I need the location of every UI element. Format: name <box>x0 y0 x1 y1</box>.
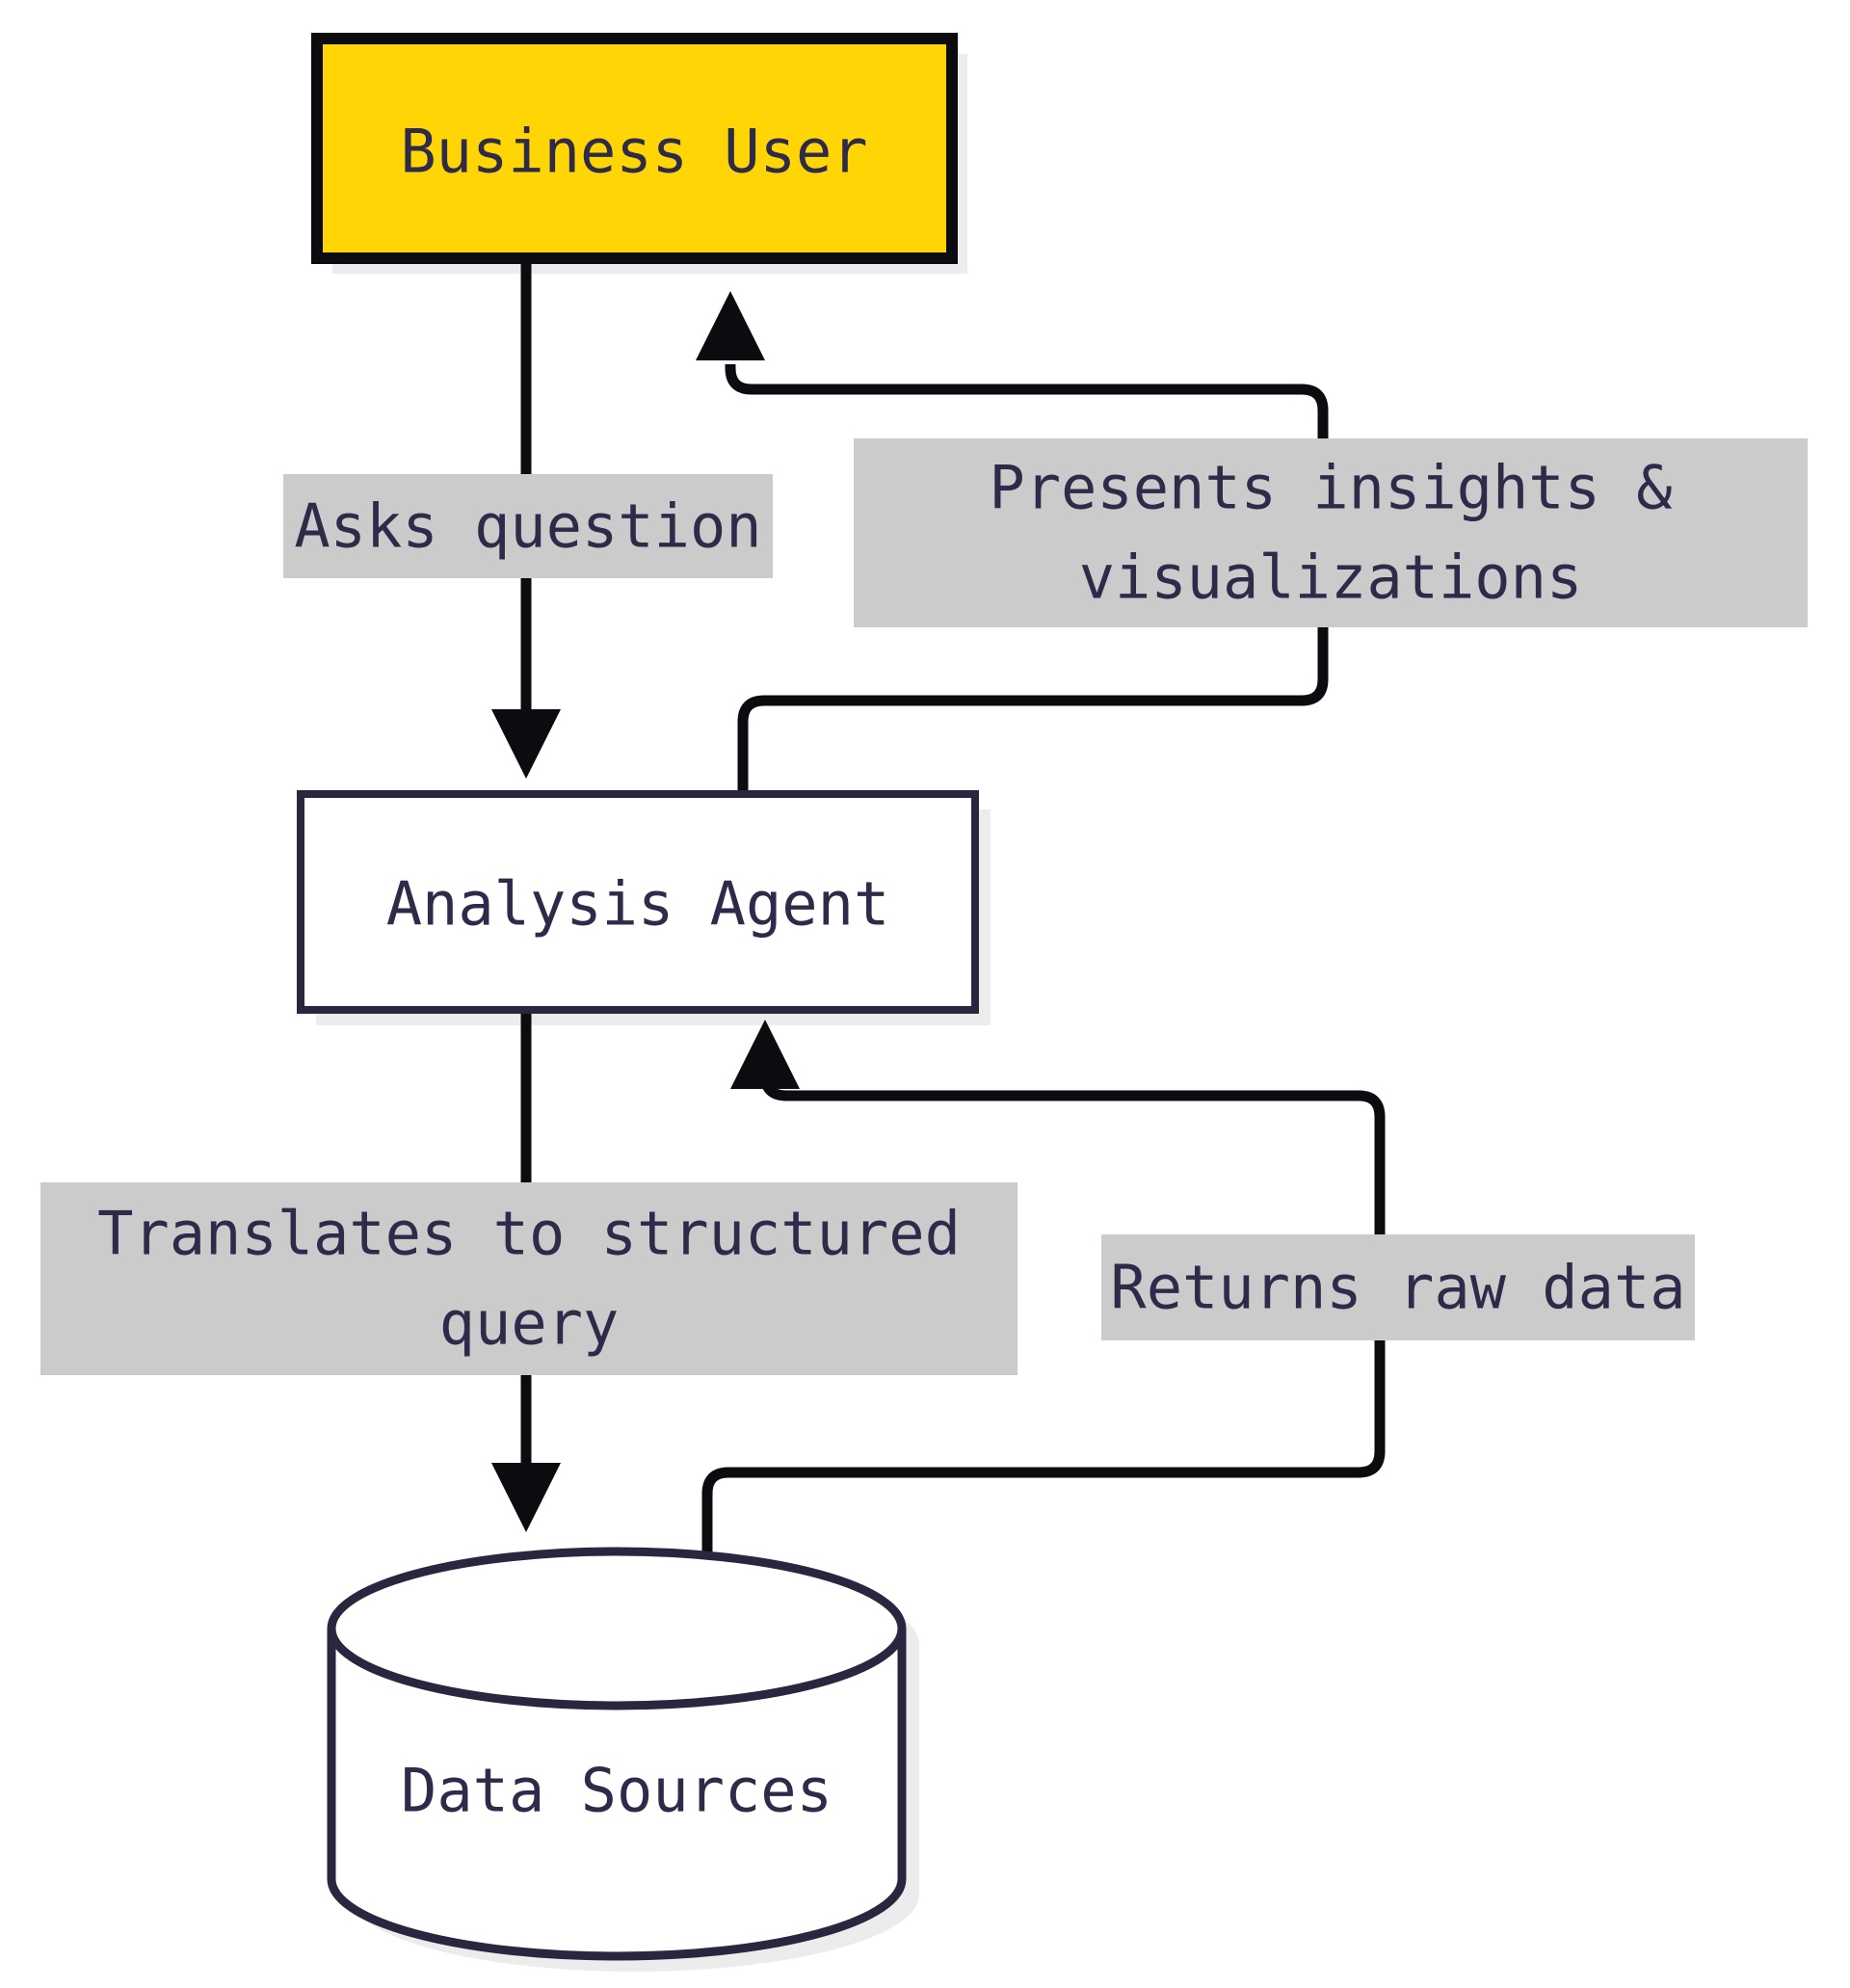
node-analysis-agent-box <box>297 790 979 1014</box>
edge-label-translates-query-line2: query <box>439 1288 620 1359</box>
edge-label-returns-raw-data: Returns raw data <box>1101 1234 1695 1340</box>
edge-label-translates-query-bg <box>40 1182 1018 1375</box>
edge-translates-query-arrowhead <box>491 1463 561 1532</box>
node-data-sources-label: Data Sources <box>401 1756 832 1826</box>
edge-label-presents-insights-line2: visualizations <box>1079 543 1583 613</box>
edge-presents-insights-arrowhead <box>696 291 765 360</box>
edge-label-translates-query: Translates to structured query <box>40 1182 1018 1375</box>
node-data-sources: Data Sources <box>327 1547 907 1961</box>
edge-label-asks-question-text: Asks question <box>294 491 761 562</box>
node-analysis-agent-label: Analysis Agent <box>386 869 890 940</box>
edge-returns-raw-data-arrowhead <box>730 1020 800 1089</box>
node-business-user: Business User <box>311 33 958 264</box>
edge-label-returns-raw-data-bg <box>1101 1234 1695 1340</box>
edge-label-translates-query-line1: Translates to structured <box>97 1199 961 1269</box>
node-business-user-label: Business User <box>400 117 867 187</box>
node-business-user-box <box>311 33 958 264</box>
edge-label-presents-insights: Presents insights & visualizations <box>854 438 1808 627</box>
node-analysis-agent: Analysis Agent <box>297 790 979 1014</box>
edge-label-asks-question: Asks question <box>283 474 773 578</box>
edge-label-asks-question-bg <box>283 474 773 578</box>
edge-label-presents-insights-bg <box>854 438 1808 627</box>
edge-asks-question-arrowhead <box>491 709 561 779</box>
node-data-sources-cylinder-top <box>327 1547 907 1710</box>
edge-label-returns-raw-data-text: Returns raw data <box>1110 1253 1685 1323</box>
edge-label-presents-insights-line1: Presents insights & <box>989 453 1672 523</box>
node-data-sources-cylinder-body <box>327 1629 907 1961</box>
